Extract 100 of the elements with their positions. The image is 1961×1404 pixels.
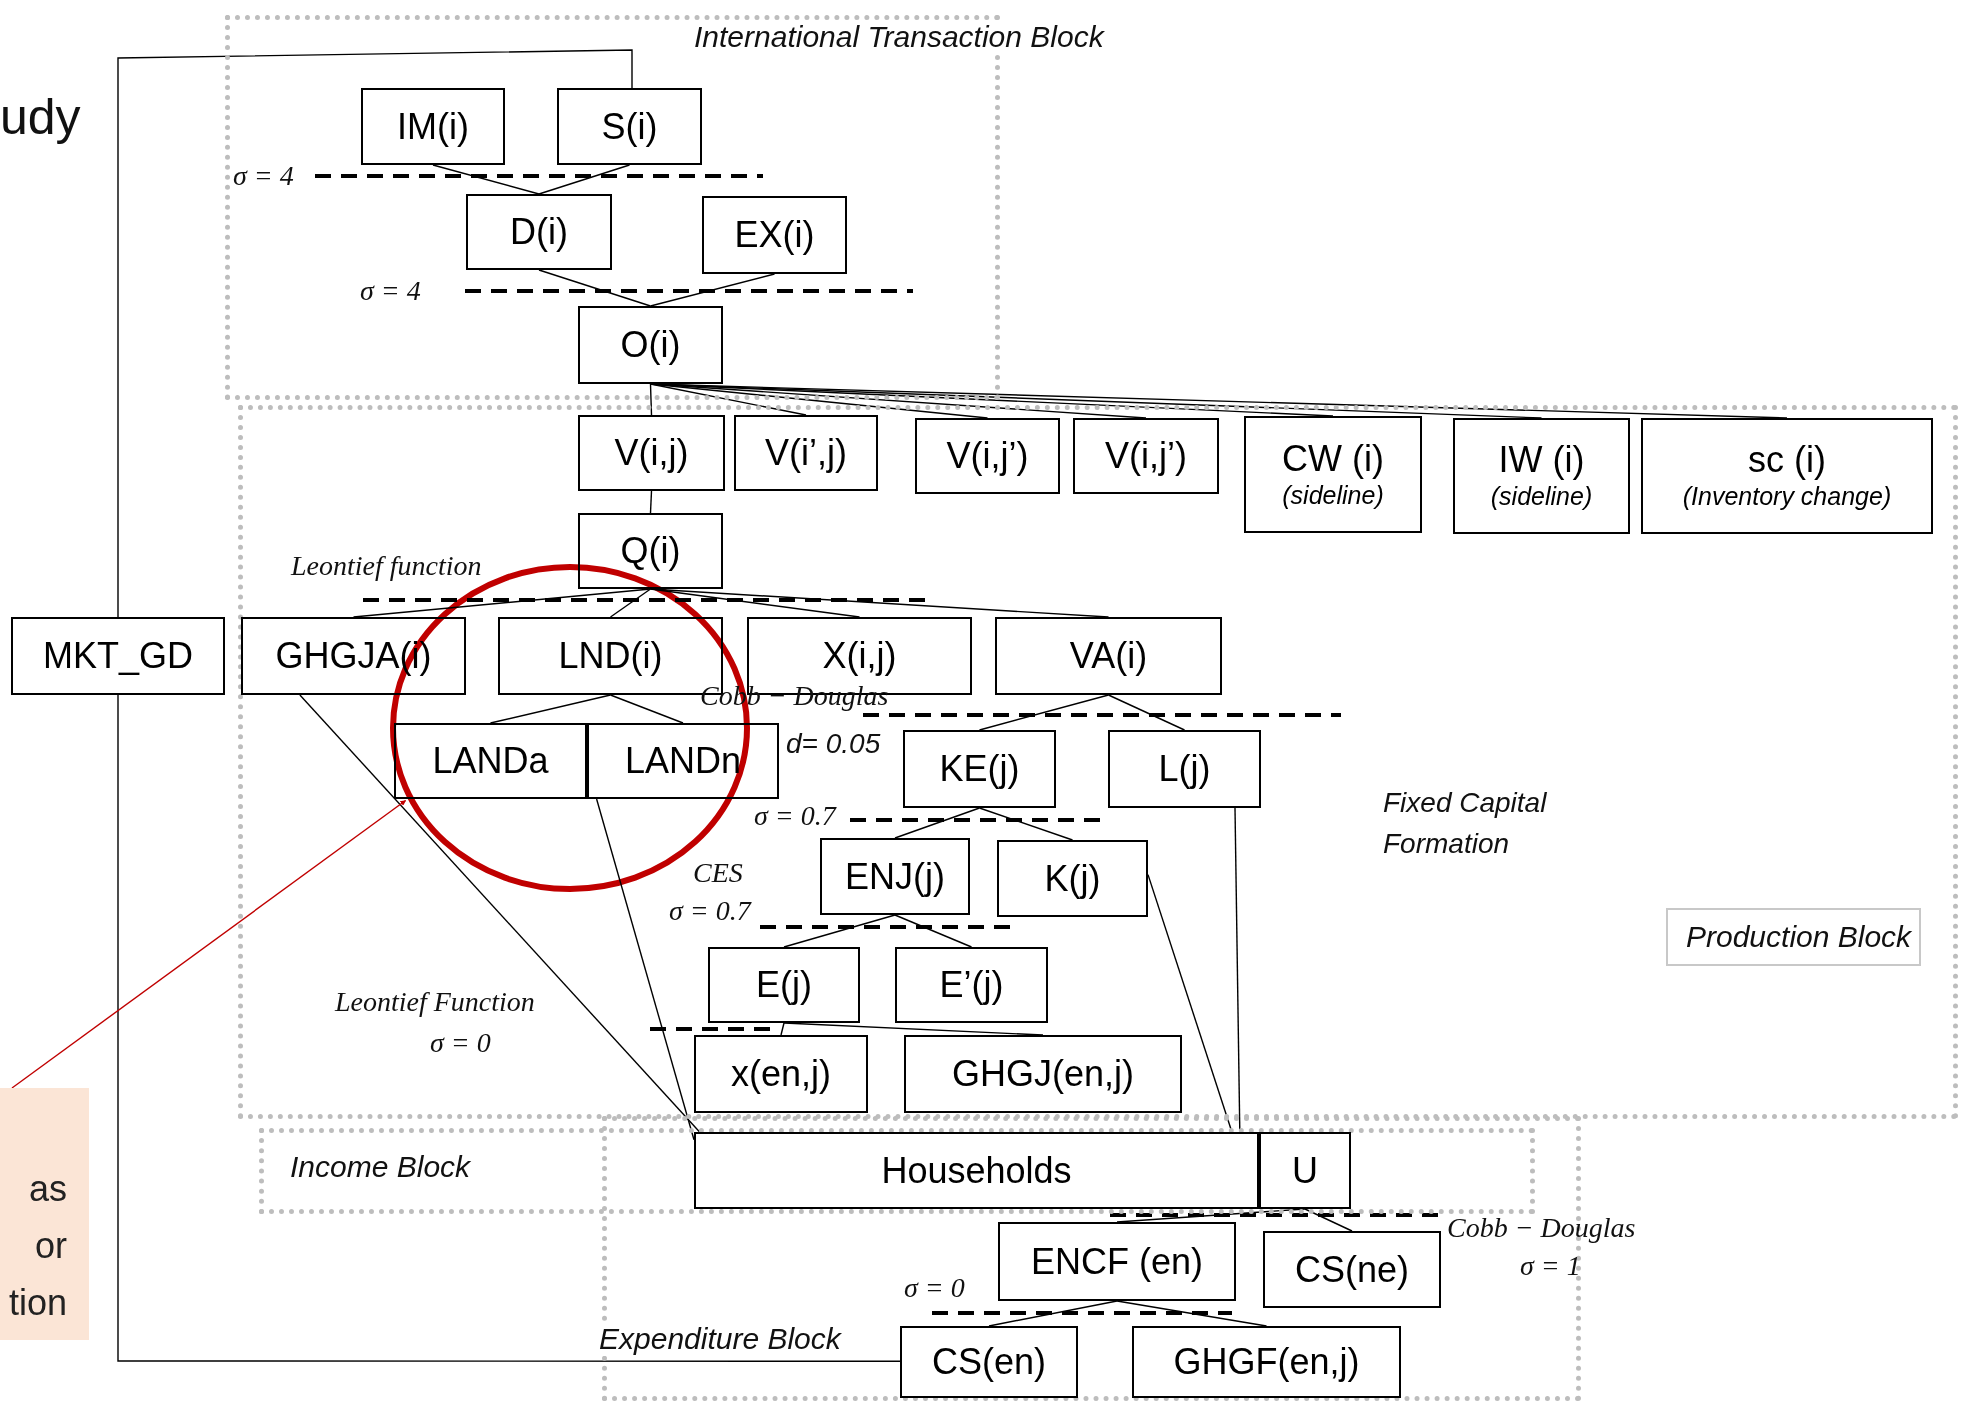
block-region: [238, 405, 1958, 1119]
variable-box: [1641, 418, 1933, 534]
connector-line: [988, 1300, 1118, 1327]
variable-label: O(i): [620, 324, 681, 366]
variable-box: [1244, 416, 1422, 533]
note-box: [0, 1088, 89, 1340]
block-region: [259, 1128, 1535, 1214]
formula-label: σ = 4: [360, 275, 421, 307]
variable-label: E’(j): [939, 964, 1004, 1006]
connector-line: [783, 1022, 1044, 1036]
variable-box: [1453, 418, 1630, 534]
variable-label: Households: [881, 1149, 1072, 1192]
connector-line: [649, 490, 653, 514]
annotation-text: Fixed Capital Formation: [1383, 786, 1548, 861]
formula-label: σ = 1: [1520, 1250, 1581, 1282]
variable-box: [587, 723, 779, 799]
variable-box: [394, 723, 587, 799]
variable-label: E(j): [756, 964, 812, 1006]
connector-line: [595, 798, 695, 1141]
note-text: as or tion: [7, 1167, 67, 1325]
variable-box: [466, 194, 612, 270]
variable-box: [557, 88, 702, 165]
formula-label: σ = 4: [233, 160, 294, 192]
connector-line: [649, 588, 1110, 618]
variable-box: [1259, 1132, 1351, 1209]
connector-line: [780, 1022, 785, 1036]
variable-label: D(i): [510, 211, 568, 253]
connector-line: [1304, 1208, 1353, 1232]
block-heading: Income Block: [290, 1150, 471, 1184]
variable-box: [1108, 730, 1261, 808]
variable-label: LND(i): [558, 635, 663, 677]
variable-box: [820, 838, 970, 915]
annotation-text: d= 0.05: [786, 728, 881, 760]
formula-label: CES: [693, 857, 743, 889]
variable-box: [694, 1035, 868, 1113]
variable-label: CS(en): [932, 1341, 1046, 1383]
variable-label: U: [1292, 1149, 1318, 1192]
variable-box: [895, 947, 1048, 1023]
variable-label: GHGF(en,j): [1173, 1341, 1360, 1383]
variable-label: MKT_GD: [43, 635, 193, 677]
variable-label: ENJ(j): [845, 855, 945, 898]
variable-box: [900, 1326, 1078, 1398]
variable-box: [1263, 1231, 1441, 1308]
connector-line: [117, 694, 901, 1362]
connector-line: [432, 164, 540, 195]
connector-line: [783, 914, 896, 948]
variable-box: [903, 730, 1056, 808]
variable-label: LANDn: [624, 740, 742, 782]
variable-label: V(i,j’): [946, 435, 1029, 477]
connector-line: [1107, 694, 1186, 731]
variable-label: IM(i): [397, 105, 469, 148]
variable-box: [702, 196, 847, 274]
variable-box: [904, 1035, 1182, 1113]
variable-label: L(j): [1158, 748, 1211, 790]
variable-label: CS(ne): [1295, 1248, 1409, 1291]
variable-box: [694, 1132, 1259, 1209]
formula-label: σ = 0.7: [669, 895, 751, 927]
variable-label: VA(i): [1069, 635, 1148, 677]
variable-box: [734, 415, 878, 491]
connector-line: [299, 694, 701, 1133]
variable-label: LANDa: [432, 740, 549, 782]
variable-box: [578, 513, 723, 589]
connector-line: [894, 914, 973, 948]
variable-box: [578, 415, 725, 491]
connector-line: [649, 383, 653, 416]
variable-label: V(i’,j): [765, 432, 847, 474]
formula-label: σ = 0.7: [754, 800, 836, 832]
variable-label: X(i,j): [822, 635, 897, 677]
variable-label: GHGJ(en,j): [952, 1053, 1134, 1095]
connector-line: [117, 49, 633, 618]
title-text: udy: [0, 88, 81, 146]
variable-label: K(j): [1044, 857, 1101, 900]
connector-line: [894, 807, 981, 839]
formula-label: Leontief function: [291, 550, 482, 582]
variable-box: [361, 88, 505, 165]
variable-note: (sideline): [1490, 481, 1593, 513]
arrow: [11, 799, 407, 1089]
block-heading: Production Block: [1666, 908, 1922, 966]
connector-line: [978, 807, 1074, 841]
connector-line: [649, 273, 776, 307]
formula-label: Leontief Function: [335, 986, 535, 1018]
variable-note: (Inventory change): [1682, 481, 1892, 513]
variable-note: (sideline): [1282, 479, 1384, 511]
variable-label: V(i,j): [614, 432, 689, 474]
variable-box: [995, 617, 1222, 695]
variable-box: [1132, 1326, 1401, 1398]
connector-line: [1116, 1300, 1268, 1327]
formula-label: σ = 0: [430, 1027, 491, 1059]
variable-box: [915, 418, 1060, 494]
variable-label: x(en,j): [731, 1053, 831, 1095]
variable-label: CW (i): [1282, 437, 1384, 479]
variable-label: V(i,j’): [1105, 435, 1187, 477]
formula-label: Cobb − Douglas: [1447, 1212, 1636, 1244]
variable-box: [708, 947, 860, 1023]
variable-box: [998, 1222, 1236, 1301]
connector-line: [352, 588, 652, 618]
variable-label: KE(j): [939, 748, 1020, 790]
variable-label: sc (i): [1748, 439, 1826, 481]
variable-label: S(i): [601, 105, 658, 148]
variable-box: [11, 617, 225, 695]
